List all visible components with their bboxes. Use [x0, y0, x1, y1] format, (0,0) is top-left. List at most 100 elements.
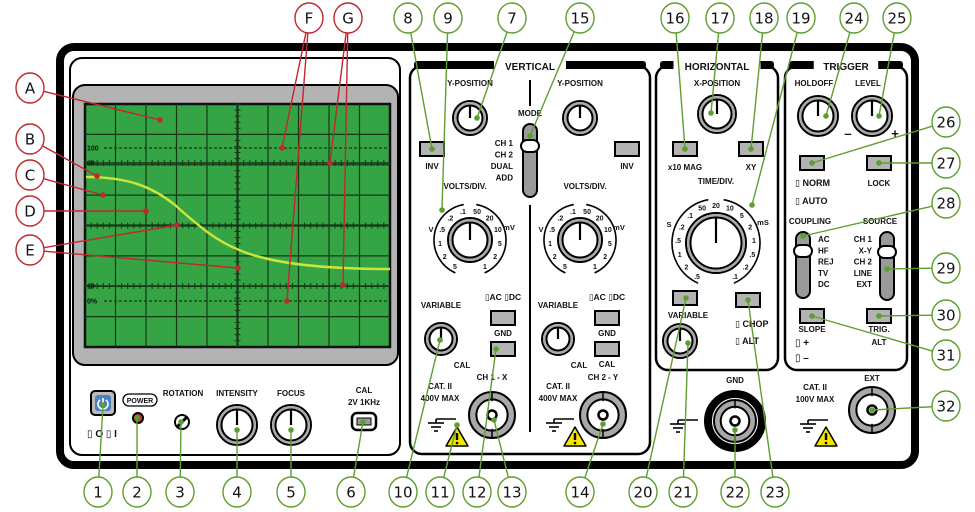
- callout-29-target-dot: [884, 266, 890, 272]
- x10-mag-label: x10 MAG: [668, 163, 702, 172]
- ch2-cal-button[interactable]: [594, 341, 620, 357]
- callout-g-leader: [329, 31, 347, 164]
- callout-b-label: B: [25, 131, 35, 149]
- callout-28-circle: [931, 187, 961, 219]
- callout-e-label: E: [25, 242, 34, 260]
- callout-32-circle: [931, 390, 961, 422]
- callout-30: 30: [876, 299, 961, 331]
- holdoff-knob[interactable]: [797, 95, 839, 137]
- callout-3-target-dot: [178, 419, 184, 425]
- mode-label: MODE: [518, 109, 543, 118]
- warning-dot: [824, 441, 828, 445]
- x-position-knob[interactable]: [697, 94, 737, 134]
- callout-30-target-dot: [876, 313, 882, 319]
- callout-20-target-dot: [683, 295, 689, 301]
- ch1-input-bnc[interactable]: [468, 391, 516, 439]
- ch1-cal-button[interactable]: [490, 341, 516, 357]
- time-div-dial[interactable]: [685, 212, 747, 274]
- ch2-gnd-button[interactable]: [594, 310, 620, 326]
- callout-a-target-dot: [157, 117, 163, 123]
- callout-1-target-dot: [100, 402, 106, 408]
- source-option: CH 1: [854, 235, 873, 244]
- ch1-volts-div-dial-scale-arc: [476, 203, 507, 274]
- callout-15-leader: [529, 30, 576, 137]
- ch1-volts-div-dial-scale-label: .5: [439, 227, 445, 234]
- screen-percent-label: 90: [87, 161, 95, 168]
- callout-15: 15: [527, 2, 595, 139]
- callout-21-label: 21: [673, 484, 692, 502]
- ch2-y-position-knob[interactable]: [562, 100, 598, 136]
- ch1-gnd-button[interactable]: [490, 310, 516, 326]
- ch1-cal-label: CAL: [454, 361, 471, 370]
- ch1-volts-div-dial-scale-label: .1: [460, 209, 466, 216]
- callout-23-target-dot: [745, 297, 751, 303]
- callout-30-circle: [931, 299, 961, 331]
- source-switch[interactable]: [877, 231, 897, 301]
- ch1-ac-dc-label: ▯AC ▯DC: [485, 292, 521, 302]
- gnd-terminal-pin: [729, 415, 741, 427]
- callout-25: 25: [876, 2, 912, 119]
- callout-a: A: [15, 72, 163, 123]
- callout-c-leader: [43, 178, 104, 196]
- ch2-inv-button[interactable]: [614, 141, 640, 157]
- callout-32-target-dot: [869, 407, 875, 413]
- ch2-volts-div-dial-unit-right: mV: [613, 223, 625, 232]
- ch1-volts-div-dial[interactable]: [447, 217, 493, 263]
- ch2-input-bnc[interactable]: [579, 391, 627, 439]
- time-div-dial-scale-label: .1: [732, 274, 738, 281]
- callout-3-circle: [165, 476, 195, 508]
- level-knob[interactable]: [851, 95, 893, 137]
- callout-30-label: 30: [936, 307, 955, 325]
- time-div-dial-scale-label: .2: [679, 225, 685, 232]
- source-switch-handle[interactable]: [877, 245, 897, 259]
- callout-24-label: 24: [844, 10, 863, 28]
- callout-27-label: 27: [936, 155, 955, 173]
- callout-12: 12: [462, 346, 499, 508]
- callout-8-target-dot: [429, 146, 435, 152]
- coupling-switch[interactable]: [793, 231, 813, 299]
- screen-percent-label: 0%: [87, 299, 98, 306]
- ch2-variable-knob[interactable]: [541, 322, 575, 356]
- ch2-volts-div-dial-unit-left: V: [538, 225, 543, 234]
- warning-mark: [824, 433, 828, 440]
- intensity-knob[interactable]: [216, 404, 258, 446]
- screen-percent-label: 10: [87, 284, 95, 291]
- source-switch-track: [879, 231, 895, 301]
- ch2-volts-div-dial-scale-arc: [543, 203, 574, 274]
- callout-24-leader: [825, 31, 851, 117]
- callout-f: F: [279, 2, 324, 304]
- ch1-volts-div-dial-ring-inner: [449, 219, 491, 261]
- time-div-dial-unit-left: S: [666, 220, 671, 229]
- mode-switch[interactable]: [520, 123, 540, 198]
- ch2-volts-div-dial[interactable]: [557, 217, 603, 263]
- callout-19-circle: [786, 2, 816, 34]
- callout-f-target-dot: [279, 145, 285, 151]
- ext-ground-symbol: [800, 419, 828, 433]
- callout-14-target-dot: [600, 421, 606, 427]
- cal-label: CAL: [356, 386, 373, 395]
- ch1-volts-div-dial-scale-label: 20: [486, 215, 494, 222]
- callout-19-target-dot: [749, 202, 755, 208]
- callout-26-circle: [931, 106, 961, 138]
- horizontal-variable-knob[interactable]: [662, 323, 698, 359]
- ch2-gnd-label: GND: [598, 329, 616, 338]
- callout-f-circle: [294, 2, 324, 34]
- mode-switch-handle[interactable]: [520, 139, 540, 153]
- callout-4-circle: [222, 476, 252, 508]
- ch1-y-position-knob[interactable]: [452, 100, 488, 136]
- callout-31-circle: [931, 339, 961, 371]
- time-div-dial-scale-label: 50: [698, 206, 706, 213]
- callout-21-leader: [682, 342, 689, 479]
- level-knob-ring-inner: [853, 97, 891, 135]
- callout-c-label: C: [25, 167, 35, 185]
- callout-a-leader: [43, 90, 161, 121]
- time-div-dial-ring-inner: [687, 214, 745, 272]
- callout-20-label: 20: [633, 484, 652, 502]
- callout-23-circle: [760, 476, 790, 508]
- time-div-dial-scale-label: .5: [749, 252, 755, 259]
- coupling-switch-handle[interactable]: [793, 244, 813, 258]
- callout-24-target-dot: [823, 113, 829, 119]
- ch2-y-position-label: Y-POSITION: [557, 79, 603, 88]
- ch2-max-voltage-label: 400V MAX: [539, 394, 578, 403]
- callout-21-target-dot: [685, 340, 691, 346]
